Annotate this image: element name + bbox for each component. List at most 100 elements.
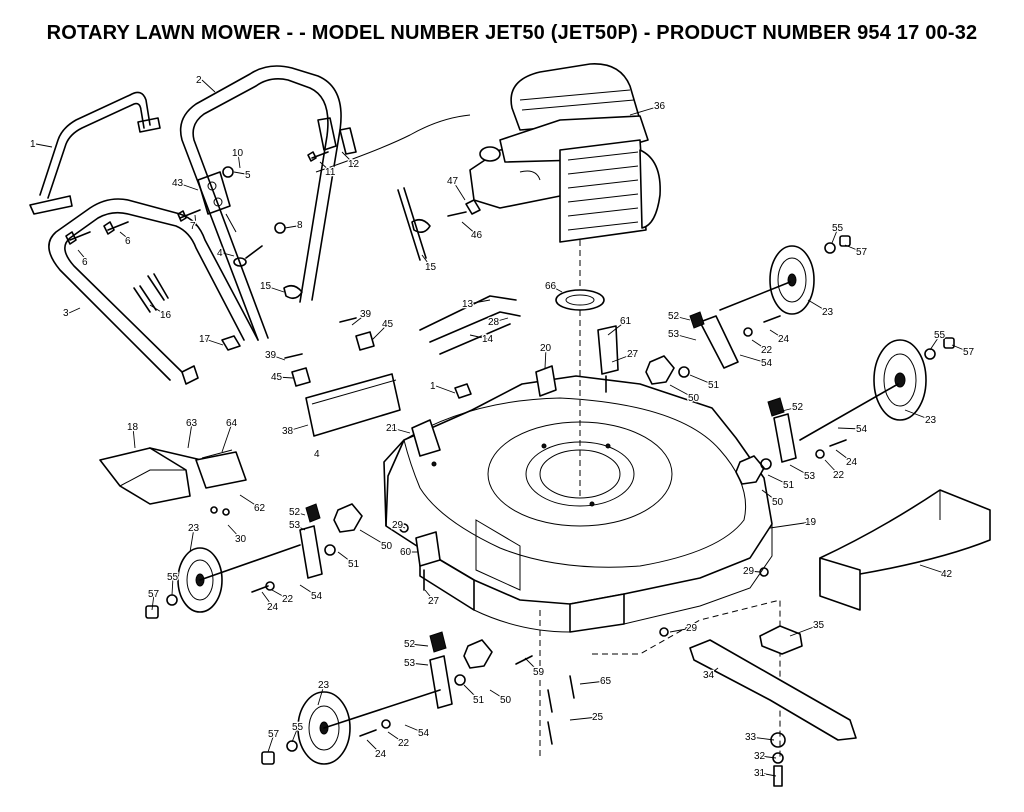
callout-leader bbox=[237, 152, 241, 169]
part-number-label: 55 bbox=[292, 722, 304, 733]
eye-bolt bbox=[233, 245, 263, 267]
part-number-label: 19 bbox=[805, 517, 817, 528]
callout-leader bbox=[276, 376, 294, 379]
callout-leader bbox=[271, 589, 289, 600]
part-number-label: 50 bbox=[688, 393, 700, 404]
callout-leader bbox=[366, 739, 382, 755]
part-number-label: 42 bbox=[941, 569, 953, 580]
throttle-cable-clamp bbox=[465, 199, 481, 215]
part-number-label: 22 bbox=[398, 738, 410, 749]
callout-leader bbox=[204, 338, 224, 346]
callout-leader bbox=[239, 494, 261, 509]
part-number-label: 7 bbox=[190, 221, 196, 232]
callout-leader bbox=[469, 334, 489, 340]
callout-leader bbox=[424, 589, 435, 602]
callout-leader bbox=[201, 79, 216, 93]
mulch-plug bbox=[195, 449, 247, 489]
washer bbox=[743, 327, 753, 337]
callout-leader bbox=[669, 627, 693, 633]
hub-cap-cover bbox=[839, 235, 851, 247]
callout-leader bbox=[319, 161, 332, 173]
part-number-label: 39 bbox=[265, 350, 277, 361]
wheel-axle bbox=[719, 281, 791, 311]
lower-bracket bbox=[415, 531, 441, 567]
callout-leader bbox=[493, 317, 509, 323]
part-number-label: 55 bbox=[934, 330, 946, 341]
part-number-label: 25 bbox=[592, 712, 604, 723]
bolt-icon bbox=[65, 221, 129, 245]
part-number-label: 52 bbox=[289, 507, 301, 518]
part-number-label: 57 bbox=[148, 589, 160, 600]
part-number-label: 2 bbox=[196, 75, 202, 86]
lever-grip bbox=[429, 631, 447, 653]
part-number-label: 22 bbox=[282, 594, 294, 605]
deck-label-tag bbox=[454, 383, 472, 399]
callout-leader bbox=[929, 334, 941, 351]
callout-leader bbox=[767, 474, 790, 486]
callout-leader bbox=[550, 285, 563, 293]
callout-leader bbox=[341, 151, 355, 165]
callout-leader bbox=[287, 424, 309, 432]
part-number-label: 15 bbox=[260, 281, 272, 292]
callout-leader bbox=[708, 667, 719, 676]
part-number-label: 38 bbox=[282, 426, 294, 437]
callout-leader bbox=[673, 315, 691, 321]
part-number-label: 51 bbox=[348, 559, 360, 570]
height-adjust-rod bbox=[419, 295, 521, 355]
callout-leader bbox=[299, 584, 318, 597]
callout-leader bbox=[270, 354, 286, 361]
handle-knob bbox=[181, 335, 241, 385]
hub-cap bbox=[166, 594, 178, 606]
part-number-label: 50 bbox=[381, 541, 393, 552]
part-number-label: 14 bbox=[482, 334, 494, 345]
part-number-label: 30 bbox=[235, 534, 247, 545]
callout-leader bbox=[294, 524, 306, 531]
hub-cap bbox=[824, 242, 836, 254]
callout-leader bbox=[261, 591, 274, 608]
callout-leader bbox=[221, 422, 233, 453]
callout-leader bbox=[452, 180, 466, 201]
part-number-label: 64 bbox=[226, 418, 238, 429]
gear-plate bbox=[333, 503, 363, 533]
callout-leader bbox=[171, 576, 174, 596]
callout-leader bbox=[769, 521, 812, 529]
callout-leader bbox=[769, 329, 785, 340]
rear-deflector bbox=[99, 447, 191, 505]
part-number-label: 57 bbox=[856, 247, 868, 258]
callout-leader bbox=[421, 254, 432, 268]
nut bbox=[659, 627, 669, 637]
wheel-axle bbox=[323, 689, 441, 729]
rear-flap-plate bbox=[305, 373, 401, 437]
callout-leader bbox=[748, 570, 761, 573]
part-number-label: 22 bbox=[761, 345, 773, 356]
knob-nut bbox=[274, 222, 286, 234]
callout-leader bbox=[777, 406, 799, 413]
callout-leader bbox=[789, 624, 820, 637]
part-number-label: 51 bbox=[783, 480, 795, 491]
part-number-label: 66 bbox=[545, 281, 557, 292]
callout-leader bbox=[337, 551, 355, 565]
part-number-label: 4 bbox=[314, 449, 320, 460]
part-number-label: 61 bbox=[620, 316, 632, 327]
part-number-label: 43 bbox=[172, 178, 184, 189]
bolt-icon bbox=[829, 439, 847, 447]
part-number-label: 4 bbox=[217, 248, 223, 259]
callout-leader bbox=[919, 564, 948, 575]
part-number-label: 18 bbox=[127, 422, 139, 433]
hinge-bracket bbox=[355, 331, 375, 351]
wheel-axle bbox=[799, 383, 899, 441]
part-number-label: 8 bbox=[297, 220, 303, 231]
callout-leader bbox=[177, 182, 199, 191]
handle-clip bbox=[133, 273, 169, 313]
part-number-label: 29 bbox=[392, 520, 404, 531]
part-number-label: 23 bbox=[822, 307, 834, 318]
bolt-icon bbox=[284, 317, 357, 359]
part-number-label: 36 bbox=[654, 101, 666, 112]
height-lever bbox=[773, 413, 797, 463]
part-number-label: 51 bbox=[473, 695, 485, 706]
part-number-label: 60 bbox=[400, 547, 412, 558]
part-number-label: 10 bbox=[232, 148, 244, 159]
part-number-label: 6 bbox=[82, 257, 88, 268]
callout-leader bbox=[194, 214, 197, 227]
part-number-label: 5 bbox=[245, 170, 251, 181]
